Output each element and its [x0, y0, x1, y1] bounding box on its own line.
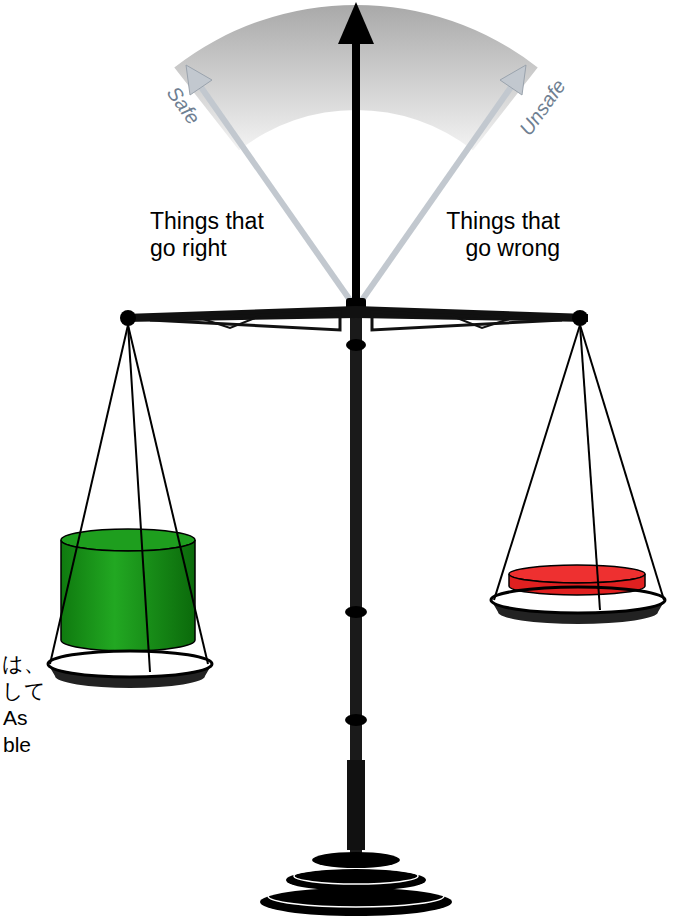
unsafe-arrow — [362, 80, 516, 300]
scale-base — [260, 888, 452, 916]
scale-base — [286, 869, 426, 891]
unsafe-arrowhead — [500, 65, 526, 95]
left-pan-rim — [48, 651, 212, 677]
text-fragment: As — [3, 706, 63, 731]
text-fragment: して — [2, 679, 62, 704]
column-knob — [346, 339, 366, 351]
pointer-shaft — [352, 38, 360, 308]
base-stripe — [294, 868, 418, 884]
hanger — [120, 310, 136, 326]
column-knob — [345, 714, 367, 726]
pan-string — [494, 325, 580, 600]
pan-label: Things that go wrong — [432, 208, 560, 262]
safe-arrowhead — [186, 65, 212, 95]
pan-string — [50, 325, 128, 664]
pan-string — [128, 325, 208, 664]
green-weight — [61, 540, 195, 651]
hanger — [572, 310, 588, 326]
safe-arrow — [196, 80, 350, 300]
column-knob — [345, 606, 367, 618]
pan-string — [128, 325, 150, 672]
gauge-label: Safe — [153, 71, 213, 141]
pan-string — [580, 325, 600, 610]
pointer-head — [338, 2, 374, 44]
text-fragment: ble — [3, 733, 63, 758]
pan-label: Things that go right — [150, 208, 285, 262]
scale-base — [312, 852, 400, 868]
column-foot — [347, 760, 365, 850]
beam-truss — [200, 316, 512, 328]
text-fragment: は、 — [2, 652, 62, 677]
pan-string — [580, 325, 664, 600]
gauge-label: Unsafe — [510, 69, 576, 148]
beam-truss — [150, 312, 562, 330]
red-weight — [509, 574, 645, 595]
right-pan-rim — [491, 587, 665, 613]
